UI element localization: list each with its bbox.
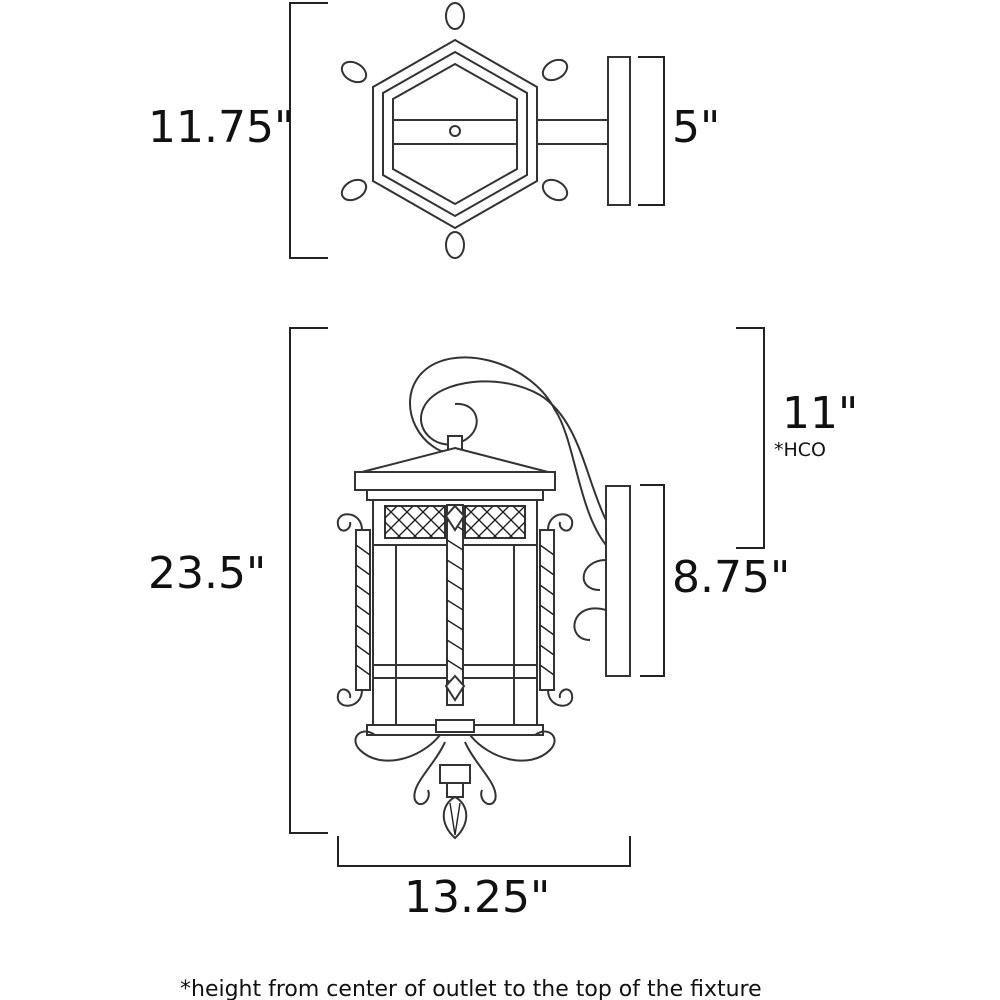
curl-top-right [547,513,574,532]
bottom-scroll-left [354,730,441,762]
backplate-top [607,56,631,206]
top-view: 11.75" 5" [148,2,720,259]
depth-label: 11.75" [148,102,294,153]
bottom-scroll-right [469,730,556,762]
hco-note: *HCO [774,439,826,461]
bottom-finial-neck [446,782,464,798]
curl-top-left [336,513,363,532]
center-finial-top [449,125,461,137]
width-label: 13.25" [404,872,550,923]
hco-label: 11" [782,388,858,439]
finials-top [340,2,569,259]
center-braid-cap [444,674,466,702]
backplate-width-bracket [638,56,665,206]
bottom-finial-ribs [449,802,461,836]
curl-bottom-right [547,688,574,707]
backplate-height-label: 8.75" [672,552,790,603]
backplate-width-label: 5" [672,102,720,153]
width-bracket [337,836,631,867]
lantern-roof [361,446,549,473]
side-view: 23.5" 11" *HCO 8.75" 13.25" [148,327,858,923]
hex-inner [392,62,518,206]
bottom-scroll-left-2 [413,741,446,806]
side-post-pattern [355,544,555,676]
bottom-scroll-right-2 [464,741,497,806]
lantern-roof-band-2 [366,489,544,501]
scroll-arm-curl [582,559,607,591]
depth-bracket [289,2,328,259]
height-label: 23.5" [148,548,266,599]
hco-bracket [736,327,765,549]
bottom-finial-bud [442,795,468,840]
lattice-panels [384,505,526,539]
height-bracket [289,327,328,834]
center-braid-top [444,504,466,532]
bottom-finial-collar [439,764,471,784]
hex-band [382,50,528,218]
lantern-bottom-cap [435,719,475,733]
footnote: *height from center of outlet to the top… [180,977,762,1000]
scroll-arm [420,380,607,521]
backplate-height-bracket [640,484,665,677]
scroll-arm-lower [573,607,607,641]
lantern-roof-band [354,471,556,491]
curl-bottom-left [336,688,363,707]
scroll-arm-outer [409,356,607,546]
backplate-side [605,485,631,677]
